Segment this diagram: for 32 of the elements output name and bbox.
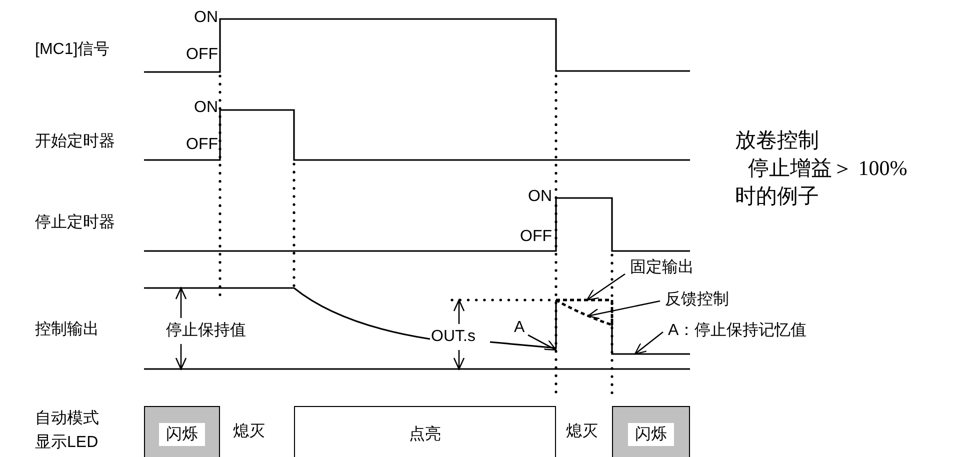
led-state-label: 闪烁 [159, 423, 205, 446]
led-state-bar [612, 406, 690, 457]
state-label: 熄灭 [233, 423, 265, 441]
led-state-bar [294, 406, 556, 457]
row-label: 停止定时器 [35, 214, 115, 232]
row-label: 控制输出 [35, 321, 99, 339]
callout-text: A：停止保持记忆值 [668, 322, 807, 340]
state-label: OFF [520, 228, 552, 246]
led-state-label: 闪烁 [628, 423, 674, 446]
dimension-label: 停止保持值 [166, 322, 246, 340]
state-label: 熄灭 [566, 423, 598, 441]
state-label: ON [194, 9, 218, 27]
leader-line [586, 273, 626, 301]
state-label: ON [194, 99, 218, 117]
output-waveform [490, 300, 557, 349]
leader-line [528, 334, 557, 351]
callout-text: A [514, 319, 525, 337]
note-text: 放卷控制 [735, 128, 819, 152]
state-label: OFF [186, 136, 218, 154]
state-label: ON [528, 188, 552, 206]
row-label: [MC1]信号 [35, 41, 110, 59]
output-waveform [611, 325, 690, 355]
row-label: 自动模式显示LED [35, 408, 100, 453]
led-state-bar [144, 406, 220, 457]
state-label: OFF [186, 46, 218, 64]
leader-line [587, 300, 660, 320]
callout-text: 固定输出 [630, 259, 694, 277]
callout-text: 反馈控制 [665, 291, 729, 309]
note-text: 停止增益＞ 100% [748, 156, 908, 180]
row-label: 开始定时器 [35, 133, 115, 151]
leader-line [634, 331, 664, 355]
note-text: 时的例子 [735, 184, 819, 208]
